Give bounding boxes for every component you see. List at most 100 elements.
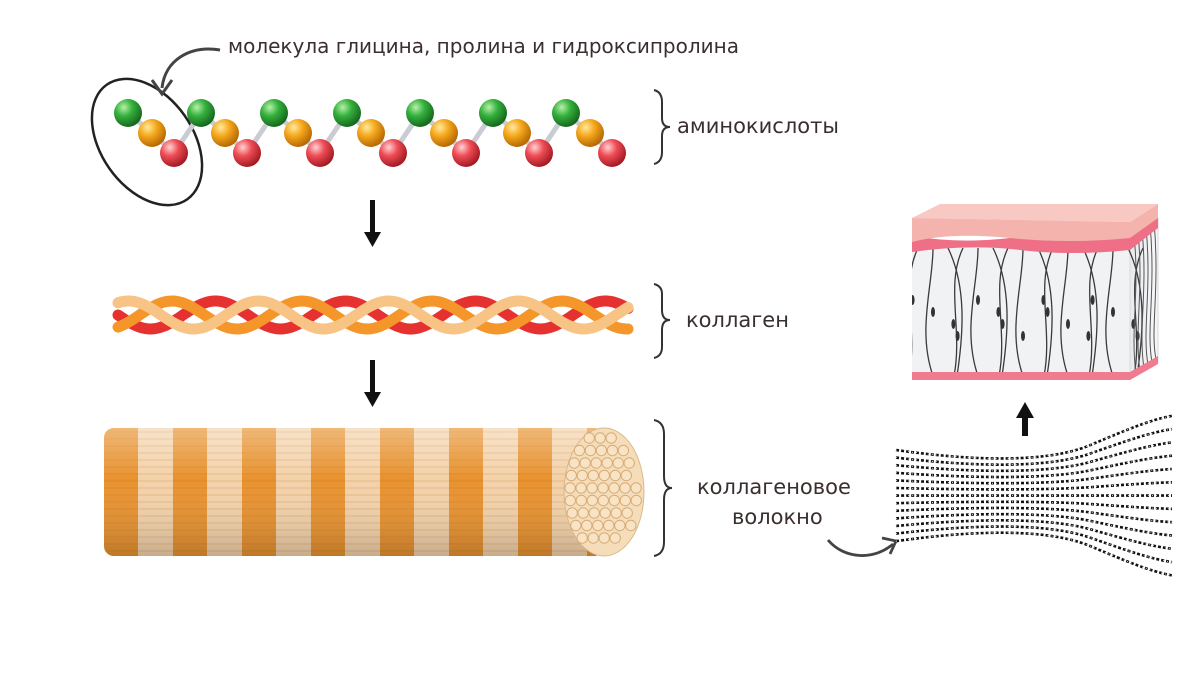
fibril-end [599, 507, 611, 519]
skin-fiber [1082, 247, 1098, 377]
fibril-end [623, 457, 635, 469]
collagen-label: коллаген [686, 308, 789, 332]
fibril-end [594, 432, 606, 444]
fibril-end [621, 507, 633, 519]
skin-fiber [1043, 247, 1054, 377]
fibril-end [586, 482, 598, 494]
orange-atom [576, 119, 604, 147]
down-arrow-icon [364, 360, 381, 407]
green-atom [187, 99, 215, 127]
fibril-end [584, 444, 597, 457]
amino-acid-chain [114, 99, 626, 167]
skin-fiber [970, 247, 979, 377]
fibril-end [606, 444, 619, 457]
green-atom [552, 99, 580, 127]
amino-acids-label: аминокислоты [677, 114, 839, 138]
fibril-end [566, 507, 578, 519]
fibril-end [590, 457, 602, 469]
fibril-end [614, 519, 626, 532]
fibril-end [605, 432, 617, 444]
skin-fiber [953, 247, 964, 377]
fibril-end [586, 494, 598, 507]
fibril-end [587, 469, 599, 482]
red-atom [306, 139, 334, 167]
fibril-strand [895, 525, 1173, 564]
skin-fiber [925, 247, 934, 377]
molecule-note-label: молекула глицина, пролина и гидроксипрол… [228, 34, 739, 58]
fibril-end [617, 444, 630, 457]
fibril-end [577, 507, 589, 519]
fibril-end [612, 457, 624, 469]
fibril-end [579, 457, 591, 469]
red-atom [233, 139, 261, 167]
fibril-end [576, 469, 588, 482]
down-arrow-icon [364, 200, 381, 247]
green-atom [114, 99, 142, 127]
skin-fiber [992, 247, 1008, 377]
fibril-end [581, 519, 593, 532]
fibril-end [592, 519, 604, 532]
orange-atom [138, 119, 166, 147]
fibril-end [575, 494, 587, 507]
fibril-strand [895, 467, 1173, 485]
fibril-end [625, 519, 637, 532]
skin-tissue-block [912, 204, 1159, 380]
fibril-end [608, 494, 620, 507]
curved-arrow-icon [826, 536, 899, 557]
skin-fiber [1088, 247, 1099, 377]
fibril-end [570, 519, 582, 532]
fibril-end [598, 532, 610, 544]
orange-atom [503, 119, 531, 147]
fibril-end [609, 469, 621, 482]
fibril-end [610, 507, 622, 519]
fibril-end [565, 469, 577, 482]
fibril-end [568, 457, 580, 469]
fibril-end [595, 444, 608, 457]
orange-atom [211, 119, 239, 147]
fibril-end [608, 482, 620, 494]
skin-fiber [947, 247, 963, 377]
fibril-end [598, 469, 610, 482]
fibril-end [619, 494, 631, 507]
fibril-end [576, 532, 588, 544]
helix-strand-red [112, 295, 634, 335]
bracket-fiber [653, 419, 673, 557]
molecule-highlight [90, 47, 221, 207]
orange-atom [284, 119, 312, 147]
fibril-end [575, 482, 587, 494]
fibril-end [583, 432, 595, 444]
bracket-amino-acids [653, 89, 671, 165]
collagen-fiber-label-line2: волокно [732, 505, 823, 529]
collagen-fiber [104, 427, 645, 557]
skin-fiber [998, 247, 1009, 377]
bracket-collagen [653, 283, 671, 359]
fibril-strand [895, 441, 1173, 473]
skin-fiber [1105, 247, 1114, 377]
red-atom [598, 139, 626, 167]
orange-atom [357, 119, 385, 147]
collagen-fiber-label-line1: коллагеновое [697, 475, 851, 499]
fibril-end [588, 507, 600, 519]
green-atom [333, 99, 361, 127]
collagen-fibrils-bundle [895, 414, 1173, 577]
fibril-end [564, 494, 576, 507]
fibril-end [620, 469, 632, 482]
red-atom [379, 139, 407, 167]
helix-strand-light [112, 295, 634, 335]
orange-atom [430, 119, 458, 147]
skin-fiber [1060, 247, 1069, 377]
fibril-strand [895, 506, 1173, 524]
fibril-end [609, 532, 621, 544]
skin-fiber [912, 247, 919, 377]
fibril-end [630, 482, 642, 494]
fibril-strand [895, 519, 1173, 551]
fibril-end [603, 519, 615, 532]
fibril-end [630, 494, 642, 507]
fibril-end [587, 532, 599, 544]
fibril-strand [895, 481, 1173, 491]
curved-arrow-icon [150, 79, 174, 97]
fibril-strand [895, 427, 1173, 466]
green-atom [479, 99, 507, 127]
collagen-triple-helix [112, 295, 634, 335]
